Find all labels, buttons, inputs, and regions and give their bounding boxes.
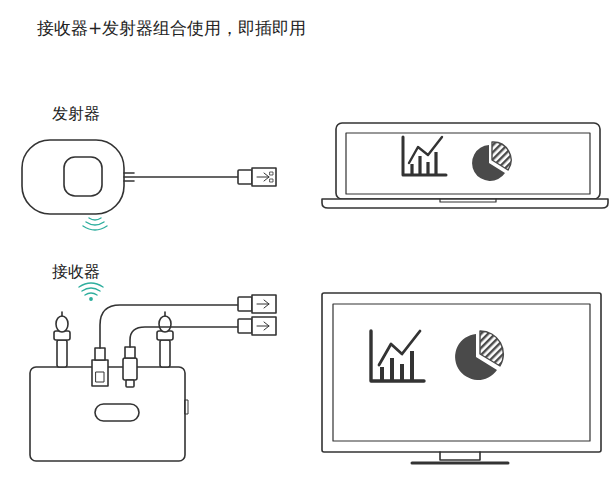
usb-cable xyxy=(92,360,108,386)
laptop xyxy=(322,199,608,208)
antenna xyxy=(61,312,63,316)
part-label: 接收器 xyxy=(52,262,100,281)
antenna xyxy=(54,312,70,367)
usb-c-cable xyxy=(252,317,276,335)
tv xyxy=(322,293,601,463)
pie-icon xyxy=(492,142,511,170)
usb-c-cable xyxy=(126,380,134,387)
antenna xyxy=(159,316,171,332)
illustration xyxy=(22,123,608,463)
usb-c-cable xyxy=(123,317,276,387)
transmitter xyxy=(124,173,134,181)
pie-icon xyxy=(455,334,497,380)
tv xyxy=(333,304,590,441)
chart-icon xyxy=(403,137,446,175)
transmitter xyxy=(270,172,273,175)
chart-icon xyxy=(382,351,412,381)
usb-c-cable xyxy=(125,347,135,358)
laptop xyxy=(440,199,496,202)
chart-icon xyxy=(371,331,424,381)
pie-icon xyxy=(480,331,503,366)
pie-icon xyxy=(455,331,503,380)
usb-cable xyxy=(257,300,269,308)
receiver xyxy=(185,400,188,414)
chart-icon xyxy=(412,152,436,175)
usb-cable xyxy=(95,348,105,360)
wireless-signal xyxy=(89,218,101,220)
antenna xyxy=(160,340,170,367)
pie-icon xyxy=(480,331,503,366)
tv xyxy=(440,452,480,460)
pie-icon xyxy=(492,142,511,170)
pie-icon xyxy=(472,145,505,181)
usb-c-cable xyxy=(257,322,269,330)
transmitter xyxy=(252,168,276,186)
wireless-signal xyxy=(85,293,97,295)
antenna xyxy=(56,316,68,332)
laptop xyxy=(322,123,608,208)
antenna xyxy=(57,340,67,367)
antenna xyxy=(164,312,166,316)
usb-cable xyxy=(100,305,238,348)
wireless-signal xyxy=(82,288,100,291)
wireless-signal xyxy=(79,283,103,287)
wireless-signal xyxy=(79,283,103,300)
transmitter xyxy=(270,179,273,182)
chart-icon xyxy=(371,331,424,381)
wireless-signal xyxy=(83,218,107,230)
usb-c-cable xyxy=(130,327,238,347)
wireless-signal xyxy=(83,226,107,230)
transmitter xyxy=(257,173,269,181)
transmitter xyxy=(64,157,102,196)
pie-icon xyxy=(472,142,511,181)
antenna xyxy=(157,312,173,367)
receiver xyxy=(30,295,276,461)
transmitter xyxy=(22,140,276,214)
transmitter xyxy=(238,170,252,184)
tv xyxy=(412,462,508,465)
laptop xyxy=(336,123,600,199)
usb-c-cable xyxy=(123,358,137,380)
laptop xyxy=(346,133,590,194)
usb-cable xyxy=(252,295,276,313)
transmitter xyxy=(124,176,238,178)
usb-c-cable xyxy=(238,319,252,333)
tv xyxy=(322,293,601,452)
transmitter xyxy=(22,140,124,214)
title: 接收器+发射器组合使用，即插即用 xyxy=(37,18,306,38)
wireless-signal xyxy=(90,298,92,300)
chart-icon xyxy=(403,137,446,175)
usb-cable xyxy=(96,372,104,382)
usb-cable xyxy=(92,295,276,386)
part-label: 发射器 xyxy=(52,104,100,123)
usb-cable xyxy=(238,297,252,311)
receiver xyxy=(95,404,139,421)
wireless-signal xyxy=(86,222,104,225)
